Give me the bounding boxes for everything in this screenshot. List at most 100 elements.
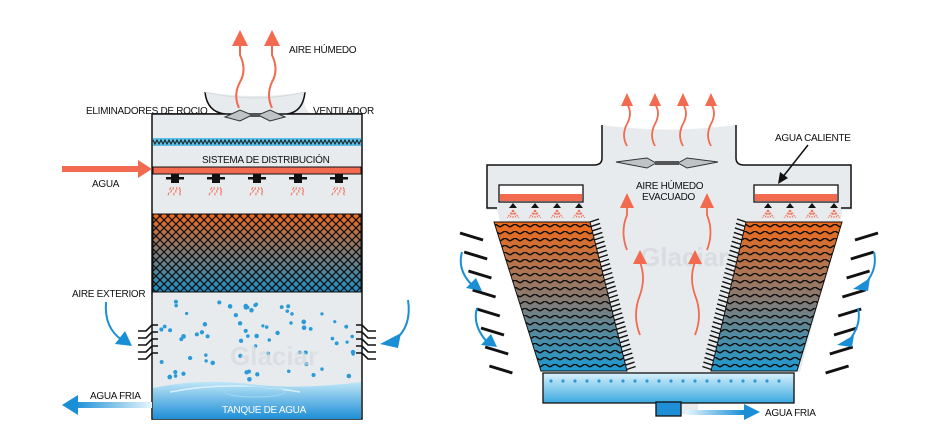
droplet xyxy=(159,327,164,332)
right-air-inlet-louvers xyxy=(459,231,879,375)
droplet xyxy=(204,359,208,363)
droplet xyxy=(753,379,757,383)
label-aire-exterior: AIRE EXTERIOR xyxy=(72,289,145,300)
droplet xyxy=(741,379,745,383)
louver xyxy=(138,352,158,360)
droplet xyxy=(173,369,178,375)
louver xyxy=(356,331,376,339)
droplet xyxy=(765,379,769,383)
arrowhead xyxy=(649,93,661,106)
droplet xyxy=(162,324,167,329)
agua-caliente-pointer xyxy=(778,144,809,184)
louver xyxy=(356,352,376,360)
droplet xyxy=(187,355,193,361)
drift-eliminator-right xyxy=(702,218,747,371)
louver xyxy=(837,307,862,318)
nozzle-icon xyxy=(830,203,838,208)
droplet xyxy=(717,379,721,383)
exhaust-arrow xyxy=(623,103,631,147)
outside-air-arrows-left xyxy=(104,299,410,348)
exhaust-arrow xyxy=(707,103,715,147)
louver xyxy=(138,338,158,346)
droplet xyxy=(285,309,290,313)
right-fan-icon xyxy=(615,157,719,169)
hot-water-basin-right xyxy=(753,184,839,203)
louver xyxy=(476,307,501,318)
droplet xyxy=(549,379,553,383)
humid-air-exhaust-arrows xyxy=(621,93,717,147)
arrowhead xyxy=(621,93,633,106)
droplet xyxy=(645,379,649,383)
louver xyxy=(138,345,158,353)
hot-water-basin-left xyxy=(498,184,584,203)
droplet xyxy=(705,379,709,383)
cold-water-basin xyxy=(542,372,795,404)
nozzle-icon xyxy=(553,203,561,208)
droplet xyxy=(777,379,781,383)
watermark-right: Glaciar xyxy=(640,242,728,272)
droplet xyxy=(181,371,186,376)
droplet xyxy=(729,379,733,383)
louver xyxy=(850,250,875,261)
louver xyxy=(854,231,879,242)
louver xyxy=(480,326,505,337)
droplet xyxy=(194,332,199,337)
louver xyxy=(356,324,376,332)
left-tower: Glaciar xyxy=(62,30,410,420)
nozzle-icon xyxy=(764,203,772,208)
droplet xyxy=(334,341,339,346)
nozzle-icon xyxy=(808,203,816,208)
water-tank xyxy=(153,381,361,419)
droplet xyxy=(344,324,349,329)
droplet xyxy=(202,322,208,327)
arrowhead xyxy=(677,93,689,106)
louver xyxy=(833,326,858,337)
droplet xyxy=(247,376,252,382)
droplet xyxy=(351,352,355,356)
droplet xyxy=(210,360,216,366)
drift-eliminators xyxy=(153,138,361,146)
drift-eliminator-left xyxy=(589,218,636,371)
louver xyxy=(825,364,850,375)
droplet xyxy=(227,304,233,309)
droplet xyxy=(304,362,309,367)
droplet xyxy=(255,372,260,377)
droplet xyxy=(311,372,316,378)
droplet xyxy=(330,336,335,341)
droplet xyxy=(303,350,308,355)
droplet xyxy=(286,304,291,309)
droplet xyxy=(173,299,178,304)
droplet xyxy=(621,379,625,383)
droplet xyxy=(185,311,189,316)
droplet xyxy=(238,338,244,343)
label-aire-humedo-evacuado-2: EVACUADO xyxy=(642,192,696,203)
droplet xyxy=(237,321,243,326)
droplet xyxy=(233,312,238,318)
droplet xyxy=(249,308,254,313)
droplet xyxy=(693,379,697,383)
air-inlet-louvers xyxy=(138,324,376,360)
label-agua-caliente: AGUA CALIENTE xyxy=(775,133,851,144)
right-tower: Glaciar xyxy=(459,93,879,420)
water-droplets xyxy=(159,299,356,382)
label-ventilador: VENTILADOR xyxy=(313,106,374,117)
louver xyxy=(356,338,376,346)
droplet xyxy=(597,379,601,383)
arrowhead xyxy=(705,93,717,106)
label-agua-fria-left: AGUA FRIA xyxy=(90,391,141,402)
cold-water-outlet-arrow-left xyxy=(62,395,152,415)
droplet xyxy=(243,328,248,333)
humid-air-arrows-left xyxy=(232,30,280,109)
exhaust-arrow xyxy=(679,103,687,147)
louver xyxy=(829,345,854,356)
droplet xyxy=(333,320,337,324)
droplet xyxy=(290,312,294,316)
louver xyxy=(484,345,509,356)
nozzle-icon xyxy=(786,203,794,208)
nozzle-icon xyxy=(509,203,517,208)
label-eliminadores: ELIMINADORES DE ROCIO xyxy=(86,106,208,117)
droplet xyxy=(246,334,250,338)
label-tanque: TANQUE DE AGUA xyxy=(222,405,307,416)
droplet xyxy=(168,328,173,333)
droplet xyxy=(320,367,324,371)
